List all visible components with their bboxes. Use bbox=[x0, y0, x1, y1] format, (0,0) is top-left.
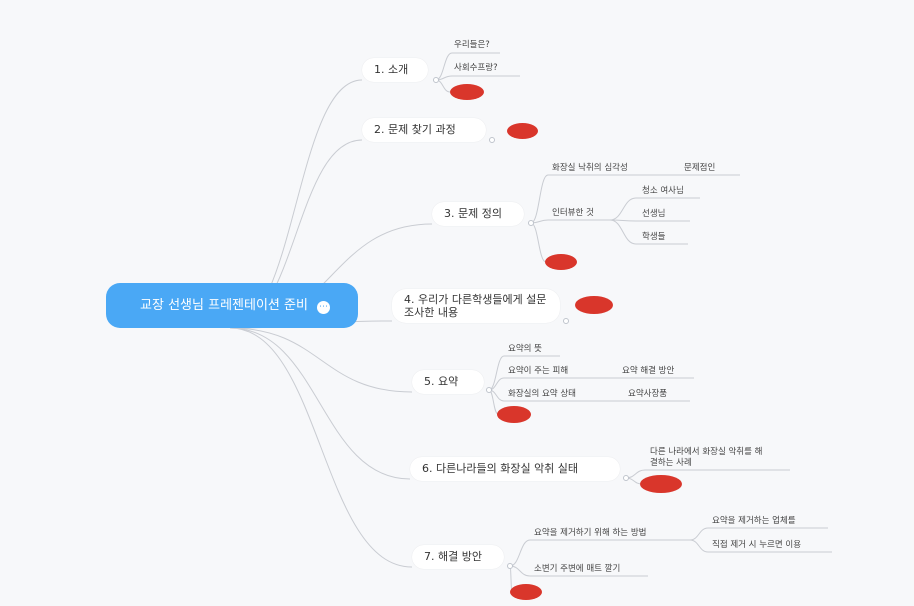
redaction-mark bbox=[507, 123, 538, 139]
root-topic[interactable]: 교장 선생님 프레젠테이션 준비 ⋯ bbox=[106, 283, 358, 328]
redaction-mark bbox=[575, 296, 613, 314]
branch-1-intro[interactable]: 1. 소개 bbox=[362, 58, 428, 82]
collapse-dot[interactable] bbox=[433, 77, 439, 83]
connector bbox=[689, 539, 709, 553]
connector bbox=[530, 174, 549, 224]
root-branch-connector bbox=[229, 327, 413, 568]
collapse-dot[interactable] bbox=[489, 137, 495, 143]
leaf-removal-company[interactable]: 요약을 제거하는 업체를 bbox=[712, 516, 796, 526]
leaf-students[interactable]: 학생들 bbox=[642, 232, 666, 242]
connector bbox=[530, 222, 547, 263]
redaction-mark bbox=[640, 475, 682, 493]
leaf-harm[interactable]: 요약이 주는 피해 bbox=[508, 366, 569, 376]
connector bbox=[609, 219, 637, 245]
redaction-mark bbox=[545, 254, 577, 270]
redaction-mark bbox=[450, 84, 484, 100]
redaction-mark bbox=[510, 584, 542, 600]
collapse-dot[interactable] bbox=[563, 318, 569, 324]
branch-7-solutions[interactable]: 7. 해결 방안 bbox=[412, 545, 504, 569]
leaf-other-country-cases[interactable]: 다른 나라에서 화장실 악취를 해결하는 사례 bbox=[650, 447, 763, 468]
branch-3-definition[interactable]: 3. 문제 정의 bbox=[432, 202, 524, 226]
leaf-cleaning-staff[interactable]: 청소 여사님 bbox=[642, 186, 684, 196]
branch-2-process[interactable]: 2. 문제 찾기 과정 bbox=[362, 118, 486, 142]
leaf-who-are-we[interactable]: 우리들은? bbox=[454, 40, 490, 50]
branch-label: 5. 요약 bbox=[424, 375, 459, 388]
leaf-product[interactable]: 요약사장품 bbox=[628, 389, 668, 399]
collapse-dot[interactable] bbox=[623, 475, 629, 481]
leaf-mat[interactable]: 소변기 주변에 매트 깔기 bbox=[534, 564, 621, 574]
branch-label: 4. 우리가 다른학생들에게 설문조사한 내용 bbox=[404, 293, 547, 319]
branch-label: 3. 문제 정의 bbox=[444, 207, 502, 220]
connector bbox=[689, 527, 709, 541]
leaf-solution[interactable]: 요약 해결 방안 bbox=[622, 366, 675, 376]
redaction-mark bbox=[497, 406, 531, 423]
root-branch-connector bbox=[229, 327, 411, 480]
leaf-meaning[interactable]: 요약의 뜻 bbox=[508, 344, 542, 354]
connector bbox=[509, 565, 531, 577]
leaf-removal-method[interactable]: 요약을 제거하기 위해 하는 방법 bbox=[534, 528, 647, 538]
leaf-interviews[interactable]: 인터뷰한 것 bbox=[552, 208, 594, 218]
branch-label: 2. 문제 찾기 과정 bbox=[374, 123, 456, 136]
leaf-social-program[interactable]: 사회수프랑? bbox=[454, 63, 498, 73]
branch-label: 7. 해결 방안 bbox=[424, 550, 482, 563]
leaf-state[interactable]: 화장실의 요약 상태 bbox=[508, 389, 576, 399]
leaf-self-removal[interactable]: 직접 제거 시 누르면 이용 bbox=[712, 540, 802, 550]
connector bbox=[488, 389, 499, 415]
collapse-dot[interactable] bbox=[486, 387, 492, 393]
more-options-icon[interactable]: ⋯ bbox=[317, 301, 330, 314]
root-topic-label: 교장 선생님 프레젠테이션 준비 bbox=[140, 297, 308, 313]
connector bbox=[509, 539, 531, 567]
branch-4-survey[interactable]: 4. 우리가 다른학생들에게 설문조사한 내용 bbox=[392, 289, 560, 323]
leaf-odor-severity[interactable]: 화장실 낙취의 심각성 bbox=[552, 163, 628, 173]
branch-label: 6. 다른나라들의 화장실 악취 실태 bbox=[422, 462, 579, 475]
branch-label: 1. 소개 bbox=[374, 63, 409, 76]
root-branch-connector bbox=[229, 327, 413, 393]
branch-6-other-countries[interactable]: 6. 다른나라들의 화장실 악취 실태 bbox=[410, 457, 620, 481]
collapse-dot[interactable] bbox=[507, 563, 513, 569]
connector bbox=[609, 197, 637, 221]
leaf-teachers[interactable]: 선생님 bbox=[642, 209, 666, 219]
branch-5-summary[interactable]: 5. 요약 bbox=[412, 370, 484, 394]
leaf-problem[interactable]: 문제점인 bbox=[684, 163, 716, 173]
collapse-dot[interactable] bbox=[528, 220, 534, 226]
